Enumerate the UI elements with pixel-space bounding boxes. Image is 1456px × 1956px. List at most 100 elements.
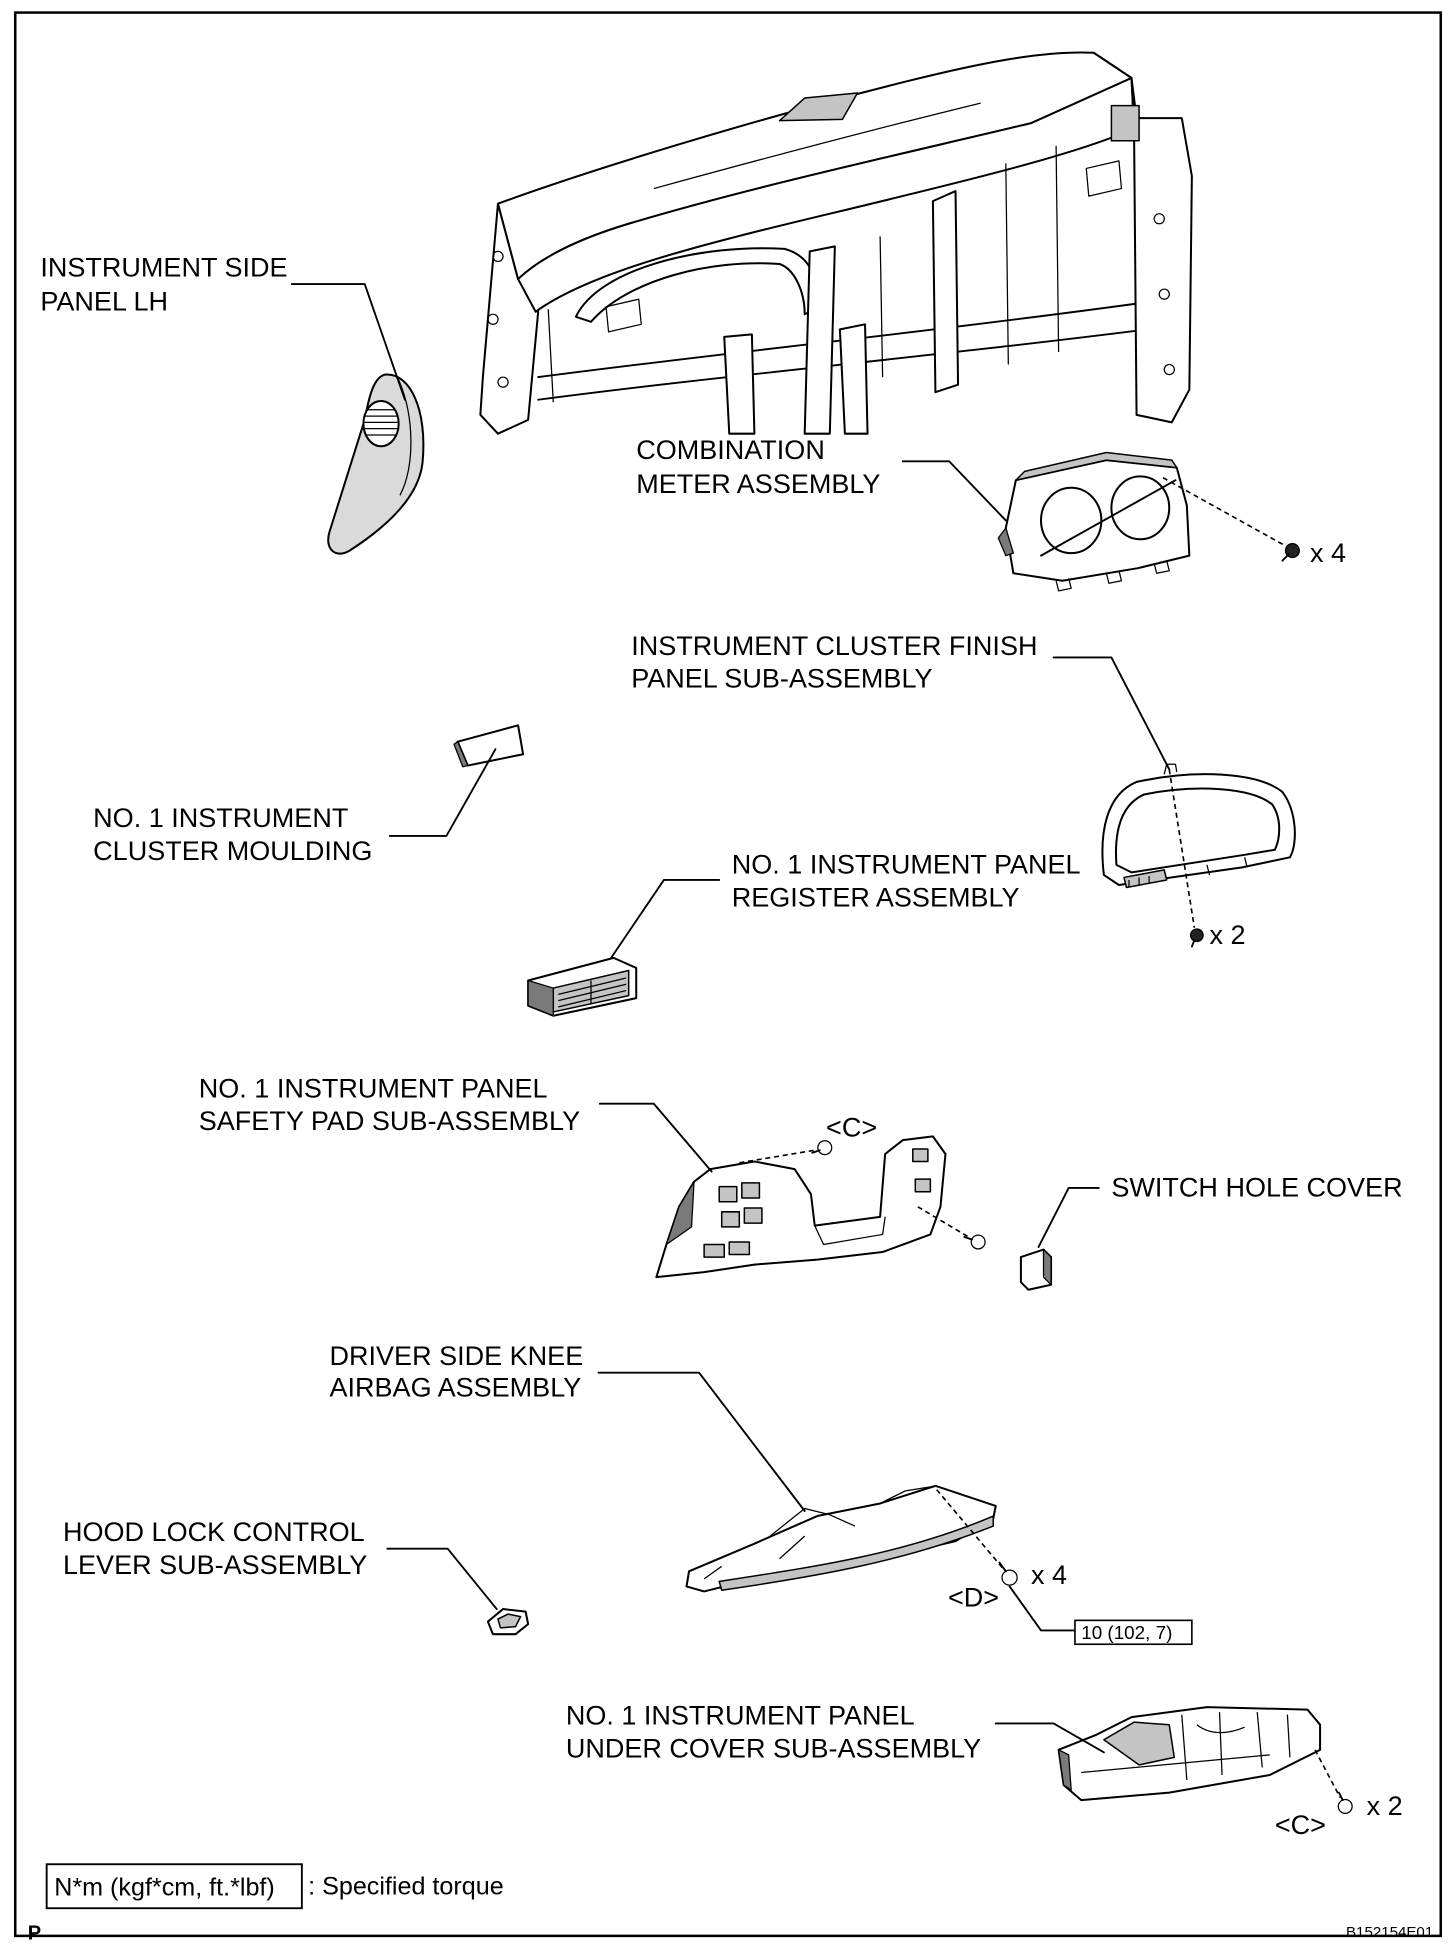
diagram-frame [13, 11, 1443, 1938]
hood-lock-label-line2: LEVER SUB-ASSEMBLY [63, 1550, 367, 1580]
knee-airbag-lower-surface [718, 1515, 994, 1591]
dashboard-top-opening [778, 92, 859, 122]
knee-airbag-leader [597, 1371, 806, 1512]
bolt-icon [998, 1561, 1018, 1586]
panel-register-part [527, 956, 638, 1017]
finish-panel-label-line2: PANEL SUB-ASSEMBLY [631, 664, 932, 694]
dashboard-center-brace [803, 245, 836, 435]
bolt-icon [1281, 543, 1300, 562]
dashboard-center-brace-right [931, 190, 960, 394]
safety-pad-label-line1: NO. 1 INSTRUMENT PANEL [199, 1073, 548, 1103]
safety-pad-screw-path-upper [739, 1149, 815, 1164]
torque-leader [1008, 1585, 1076, 1632]
bolt-icon [1337, 1791, 1353, 1814]
meter-screw-path [1162, 476, 1286, 547]
under-cover-ribs [1081, 1712, 1291, 1781]
combination-meter-label-line2: METER ASSEMBLY [636, 469, 880, 499]
register-label-line1: NO. 1 INSTRUMENT PANEL [732, 850, 1081, 880]
register-side [527, 979, 554, 1017]
hood-lock-lever-grip [497, 1613, 522, 1629]
cluster-moulding-label-line1: NO. 1 INSTRUMENT [93, 803, 348, 833]
finish-panel-tabs [1128, 763, 1248, 888]
dashboard-defroster-slot [653, 102, 981, 190]
knee-airbag-part [685, 1484, 997, 1593]
meter-side-bracket [997, 527, 1014, 557]
bolt-icon [811, 1140, 833, 1156]
finish-panel-opening [1114, 787, 1281, 874]
switch-hole-cover-leader [1037, 1186, 1100, 1248]
instrument-side-panel-label-line2: PANEL LH [40, 286, 168, 316]
instrument-side-panel-label-line1: INSTRUMENT SIDE [40, 253, 287, 283]
knee-airbag-ribs [703, 1485, 937, 1580]
legend-description: : Specified torque [308, 1872, 504, 1900]
dashboard-detail-lines [547, 145, 1060, 403]
meter-top-housing [1015, 451, 1178, 481]
under-cover-body [1057, 1706, 1322, 1802]
finish-panel-label-line1: INSTRUMENT CLUSTER FINISH [631, 631, 1037, 661]
combination-meter-assembly-part [997, 451, 1191, 592]
switch-hole-cover-label: SWITCH HOLE COVER [1111, 1173, 1402, 1203]
instrument-cluster-finish-panel-part [1101, 763, 1296, 889]
safety-pad-screw-path-lower [917, 1206, 972, 1239]
combination-meter-label-line1: COMBINATION [636, 435, 825, 465]
hood-lock-leader [386, 1547, 498, 1610]
legend-torque-box [45, 1863, 303, 1910]
under-cover-screw-path [1314, 1749, 1341, 1798]
finish-panel-leader [1052, 656, 1171, 771]
combination-meter-leader [901, 460, 1007, 522]
meter-bottom-tabs [1055, 560, 1170, 592]
cluster-moulding-label-line2: CLUSTER MOULDING [93, 836, 372, 866]
finish-panel-button-strip [1123, 869, 1168, 889]
knee-airbag-label-line2: AIRBAG ASSEMBLY [330, 1373, 582, 1403]
safety-pad-channel [814, 1216, 886, 1246]
finish-panel-screw-qty: x 2 [1209, 920, 1245, 950]
safety-pad-leader [598, 1102, 713, 1173]
under-cover-raised-section [1103, 1721, 1176, 1766]
dashboard-mounting-holes [487, 213, 1175, 388]
under-cover-label-line2: UNDER COVER SUB-ASSEMBLY [566, 1733, 981, 1763]
meter-face-line [1040, 479, 1177, 557]
safety-pad-label-line2: SAFETY PAD SUB-ASSEMBLY [199, 1106, 580, 1136]
safety-pad-switches [703, 1148, 932, 1258]
moulding-edge [453, 741, 469, 768]
safety-pad-left-shading [665, 1181, 695, 1246]
combination-meter-screw-qty: x 4 [1310, 538, 1346, 568]
side-panel-vent-grille [364, 409, 398, 436]
switch-hole-cover-side [1042, 1248, 1052, 1286]
under-cover-screw-qty: x 2 [1367, 1791, 1403, 1821]
side-panel-vent [362, 399, 400, 448]
torque-box [1074, 1619, 1193, 1646]
under-cover-label-line1: NO. 1 INSTRUMENT PANEL [566, 1701, 915, 1731]
meter-gauge-left [1040, 486, 1103, 555]
register-label-line2: REGISTER ASSEMBLY [732, 882, 1020, 912]
register-louvers [558, 977, 627, 1008]
meter-gauge-right [1110, 475, 1171, 541]
bolt-icon [1189, 928, 1204, 948]
under-cover-part [1057, 1706, 1322, 1802]
finish-panel-screw-path [1168, 769, 1196, 928]
legend-torque-unit: N*m (kgf*cm, ft.*lbf) [54, 1874, 275, 1902]
switch-hole-cover-part [1019, 1248, 1053, 1291]
instrument-panel-illustration [479, 51, 1193, 435]
knee-airbag-label-line1: DRIVER SIDE KNEE [330, 1341, 584, 1371]
register-leader [610, 879, 721, 959]
dashboard-right-bracket [1110, 104, 1140, 142]
page-marker: P [28, 1923, 41, 1945]
hood-lock-lever-part [486, 1608, 530, 1636]
hood-lock-label-line1: HOOD LOCK CONTROL [63, 1517, 365, 1547]
figure-id: B152154E01 [1346, 1924, 1433, 1941]
dashboard-vent-openings [605, 160, 1123, 333]
under-cover-fastener-ref: <C> [1275, 1810, 1326, 1840]
safety-pad-fastener-ref: <C> [826, 1112, 877, 1142]
dashboard-leg-center [838, 323, 869, 435]
knee-airbag-screw-qty: x 4 [1031, 1560, 1067, 1590]
torque-value: 10 (102, 7) [1081, 1622, 1172, 1643]
knee-airbag-fastener-ref: <D> [948, 1583, 999, 1613]
under-cover-leader [994, 1722, 1105, 1754]
under-cover-edge-shading [1057, 1749, 1072, 1791]
instrument-side-panel-lh-part [327, 373, 425, 555]
dashboard-leg-left [723, 333, 756, 435]
instrument-side-panel-leader [290, 283, 406, 401]
bolt-icon [963, 1234, 986, 1250]
